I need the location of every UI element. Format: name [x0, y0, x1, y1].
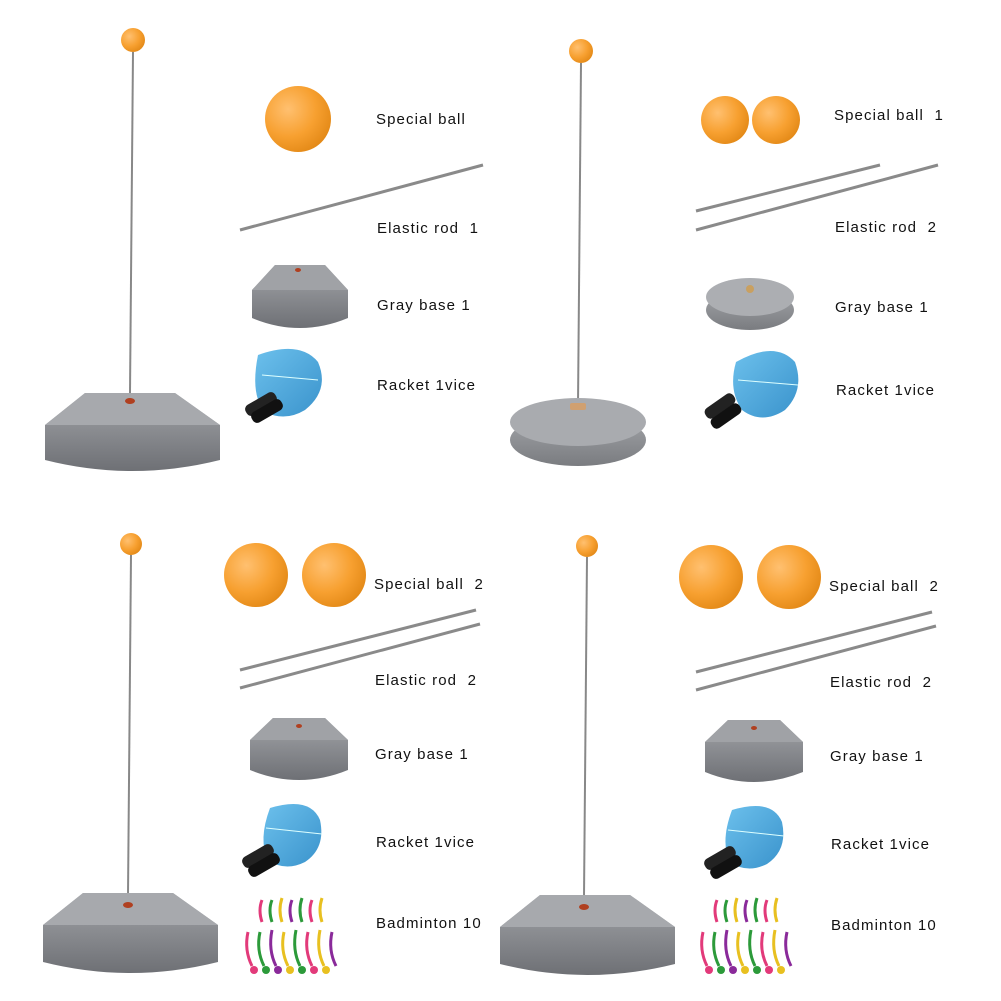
shuttlecock-icon: [245, 897, 338, 974]
item-label-elastic-rod: Elastic rod 2: [835, 219, 938, 236]
item-label-racket: Racket 1vice: [377, 377, 477, 394]
item-label-racket: Racket 1vice: [836, 382, 936, 399]
product-set-4: Special ball 2 Elastic rod 2 Gray base 1…: [500, 500, 1000, 1000]
gray-base-icon: [500, 895, 675, 975]
item-label-special-ball: Special ball 1: [834, 107, 944, 124]
racket-icon: [704, 351, 799, 429]
orange-ball-icon: [752, 96, 800, 144]
item-label-special-ball: Special ball: [376, 111, 466, 128]
item-label-elastic-rod: Elastic rod 2: [375, 672, 478, 689]
shuttlecock-icon: [700, 897, 793, 974]
rod-icon: [695, 163, 939, 232]
item-label-special-ball: Special ball 2: [829, 578, 939, 595]
item-label-racket: Racket 1vice: [831, 836, 931, 853]
orange-ball-icon: [120, 533, 142, 555]
orange-ball-icon: [701, 96, 749, 144]
rod-icon: [239, 608, 477, 672]
item-label-gray-base: Gray base 1: [830, 748, 924, 765]
trainer-assembly: [43, 533, 218, 973]
gray-base-icon: [250, 718, 348, 780]
rod-icon: [577, 62, 582, 406]
orange-ball-icon: [569, 39, 593, 63]
gray-base-icon: [45, 393, 220, 471]
product-set-1: Special ball Elastic rod 1 Gray base 1 R…: [0, 0, 500, 500]
item-label-special-ball: Special ball 2: [374, 576, 484, 593]
rod-icon: [127, 554, 132, 896]
gray-base-icon: [705, 720, 803, 782]
orange-ball-icon: [679, 545, 743, 609]
item-label-elastic-rod: Elastic rod 2: [830, 674, 933, 691]
orange-ball-icon: [757, 545, 821, 609]
item-label-gray-base: Gray base 1: [835, 299, 929, 316]
item-label-badminton: Badminton 10: [376, 915, 482, 932]
rod-icon: [239, 163, 484, 232]
gray-base-icon: [252, 265, 348, 328]
orange-ball-icon: [576, 535, 598, 557]
rod-icon: [239, 622, 481, 690]
item-label-gray-base: Gray base 1: [375, 746, 469, 763]
item-label-elastic-rod: Elastic rod 1: [377, 220, 480, 237]
rod-icon: [695, 610, 933, 674]
rod-icon: [695, 624, 937, 692]
item-label-racket: Racket 1vice: [376, 834, 476, 851]
gray-base-icon: [510, 398, 646, 466]
trainer-assembly: [45, 28, 220, 471]
product-set-3: Special ball 2 Elastic rod 2 Gray base 1…: [0, 500, 500, 1000]
orange-ball-icon: [121, 28, 145, 52]
item-label-gray-base: Gray base 1: [377, 297, 471, 314]
trainer-assembly: [510, 39, 646, 466]
trainer-assembly: [500, 535, 675, 975]
rod-icon: [129, 51, 134, 394]
product-set-2: Special ball 1 Elastic rod 2 Gray base 1…: [500, 0, 1000, 500]
rod-icon: [695, 163, 881, 213]
rod-icon: [583, 556, 588, 898]
orange-ball-icon: [265, 86, 331, 152]
gray-base-icon: [43, 893, 218, 973]
racket-icon: [245, 348, 322, 423]
orange-ball-icon: [224, 543, 288, 607]
orange-ball-icon: [302, 543, 366, 607]
item-label-badminton: Badminton 10: [831, 917, 937, 934]
gray-base-icon: [706, 278, 794, 330]
racket-icon: [704, 806, 785, 879]
racket-icon: [242, 804, 323, 877]
